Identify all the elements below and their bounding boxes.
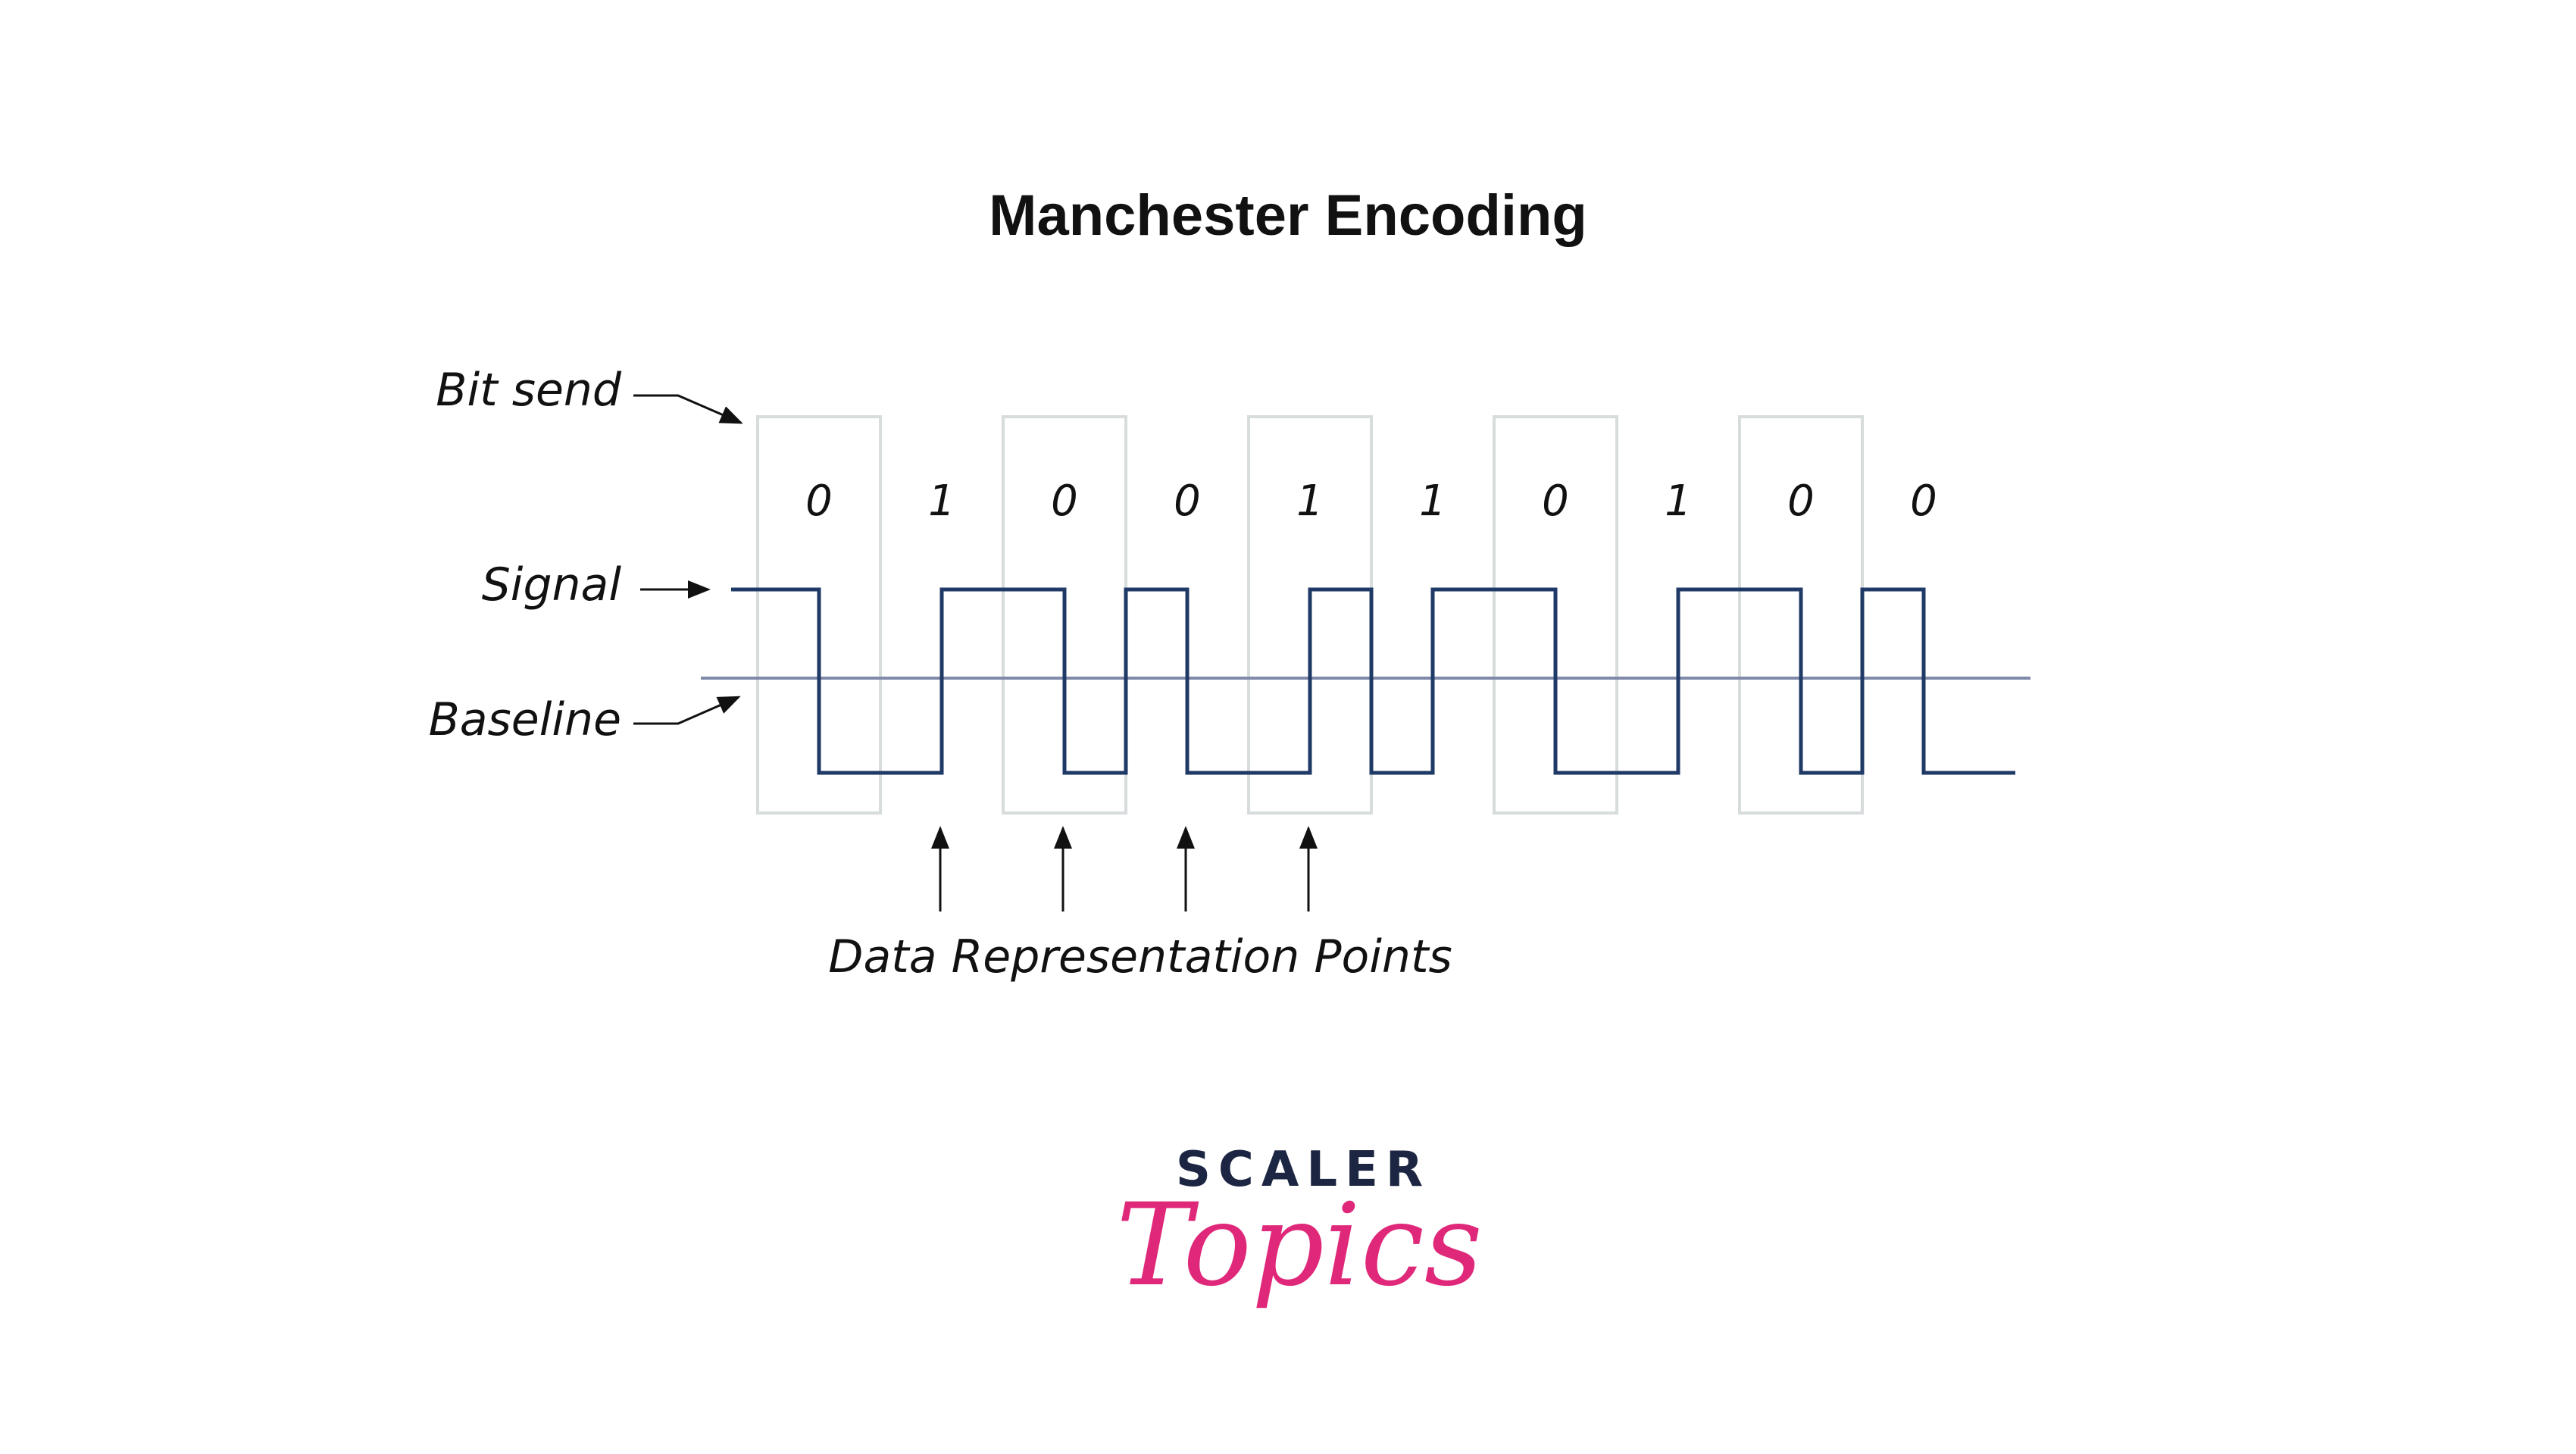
logo-topics-text: Topics (1116, 1180, 1483, 1312)
logo-scaler-text: SCALER (1176, 1142, 1430, 1198)
signal-label: Signal (482, 558, 622, 611)
bit-period-box (1493, 415, 1618, 815)
bit-send-arrow (633, 394, 743, 424)
manchester-signal-waveform (731, 587, 2015, 775)
bit-value: 1 (928, 477, 955, 526)
bit-value: 0 (805, 477, 833, 526)
bit-period-box (756, 415, 882, 815)
diagram-title: Manchester Encoding (989, 183, 1587, 248)
data-representation-arrows (931, 826, 1318, 911)
baseline-label: Baseline (429, 693, 621, 746)
baseline-arrow (633, 696, 741, 725)
bit-value: 0 (1910, 477, 1937, 526)
bit-value: 0 (1787, 477, 1815, 526)
bit-value: 0 (1542, 477, 1569, 526)
bit-value: 1 (1296, 477, 1324, 526)
bit-value: 1 (1665, 477, 1692, 526)
bit-value: 0 (1051, 477, 1078, 526)
scaler-topics-logo: SCALER Topics (1116, 1142, 1483, 1312)
bit-value: 0 (1174, 477, 1201, 526)
bit-send-label: Bit send (436, 364, 622, 417)
bit-value-labels: 0 1 0 0 1 1 0 1 0 0 (805, 477, 1937, 526)
bit-value: 1 (1419, 477, 1446, 526)
data-representation-label: Data Representation Points (828, 930, 1452, 983)
